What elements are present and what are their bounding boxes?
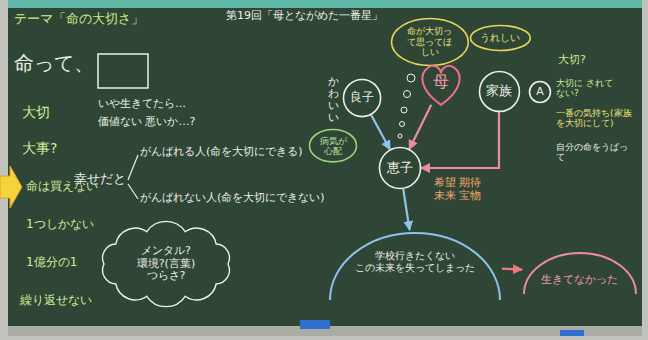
node-text: 命が大切って思ってほしい	[404, 26, 456, 57]
chalk-note: 繰り返せない	[20, 294, 92, 308]
outline	[380, 148, 421, 189]
oval-node: うれしい	[469, 24, 532, 52]
edge-label: 希望 期待 未来 宝物	[432, 176, 496, 203]
node-text: 環境?(言葉)	[137, 258, 195, 271]
arc-outline	[522, 250, 638, 294]
thought-dot	[398, 134, 402, 138]
chalk-note: 第19回「母とながめた一番星」	[226, 10, 383, 23]
eraser	[560, 330, 584, 336]
branch-line	[128, 184, 138, 199]
outline	[470, 26, 530, 51]
chalk-note: がんばれる人(命を大切にできる)	[140, 146, 303, 159]
node-text: 家族	[486, 84, 512, 99]
chalk-note: 大切	[22, 104, 50, 120]
chalk-note: 命って、	[14, 52, 94, 75]
outline	[103, 221, 230, 306]
board-frame	[8, 0, 642, 8]
thought-dot	[400, 122, 405, 127]
chalk-note: 1つしかない	[26, 218, 94, 232]
circle-node: 恵子	[378, 146, 422, 190]
branch-line	[128, 155, 138, 180]
outline	[392, 18, 469, 65]
cloud-node: メンタル?環境?(言葉)つらさ?	[96, 222, 236, 306]
node-text: 生きてなかった	[541, 274, 618, 287]
chalk-note: 価値ない 悪いか…?	[98, 116, 195, 129]
thought-dot	[401, 107, 407, 113]
outline	[479, 71, 519, 111]
board-surface	[8, 8, 642, 328]
circle-node: 良子	[342, 78, 382, 118]
oval-node: 命が大切って思ってほしい	[390, 17, 470, 67]
heart-node: 母	[418, 62, 464, 108]
node-text: メンタル?	[141, 245, 191, 258]
arc-node: 学校行きたくないこの未来を失ってしまった	[328, 230, 502, 300]
callout-arrow	[0, 166, 22, 208]
circle-node: A	[528, 80, 552, 104]
outline	[524, 253, 636, 294]
circle-node: 家族	[478, 70, 521, 113]
chalk-note: 大切に されてない?	[556, 78, 616, 99]
chalk-note: 一番の気持ち(家族を大切にして)	[556, 108, 636, 129]
chalk-note: いや生きてたら…	[98, 98, 186, 111]
chalk-note: 大事?	[22, 140, 57, 156]
thought-dot	[407, 74, 415, 82]
board-theme: テーマ「命の大切さ」	[14, 12, 144, 27]
arrow-connector	[371, 115, 390, 150]
outline	[330, 233, 500, 300]
node-text: うれしい	[480, 32, 520, 44]
outline	[422, 66, 459, 105]
arrow-connector	[421, 111, 499, 168]
outline	[310, 130, 357, 162]
chalk-note: 自分の命をうばって	[556, 142, 636, 163]
chalk-note: 1億分の1	[26, 256, 77, 270]
arc-node: 生きてなかった	[522, 250, 638, 294]
chalk-note: 大切?	[558, 54, 586, 67]
node-text: つらさ?	[147, 270, 186, 283]
eraser	[300, 320, 330, 329]
node-text: 母	[433, 73, 449, 91]
arrow-connector	[409, 105, 431, 149]
node-text: この未来を失ってしまった	[355, 262, 475, 274]
node-text: 良子	[350, 91, 374, 105]
chalk-note: がんばれない人(命を大切にできない)	[140, 192, 325, 205]
arrow-connector	[502, 268, 522, 271]
node-text: 病気が心配	[318, 136, 348, 157]
outline	[530, 82, 551, 103]
oval-node: 病気が心配	[308, 128, 358, 163]
arrow-connector	[403, 189, 409, 230]
outline	[343, 79, 380, 116]
node-text: 恵子	[387, 161, 413, 176]
node-text: 学校行きたくない	[375, 250, 455, 262]
chalk-note: かわいい	[328, 76, 339, 124]
thought-dot	[404, 91, 411, 98]
chalk-note: 幸せだと	[74, 172, 126, 187]
node-text: A	[536, 86, 544, 99]
blank-box	[98, 54, 148, 88]
